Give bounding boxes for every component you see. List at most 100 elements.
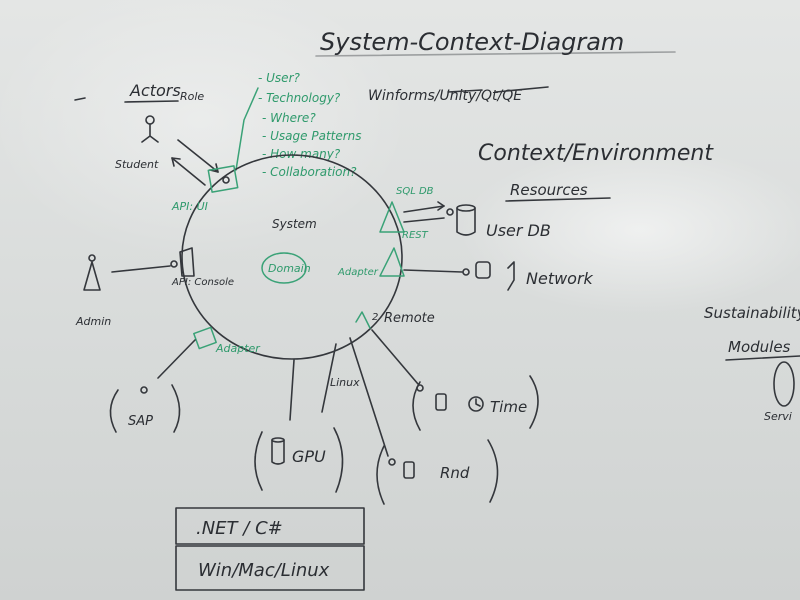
- linux-label: Linux: [330, 376, 360, 389]
- rnd-label: Rnd: [440, 464, 470, 482]
- actors-underline: [124, 100, 179, 103]
- context-heading: Context/Environment: [478, 141, 714, 166]
- clock-icon: [468, 396, 484, 412]
- rest-label: REST: [402, 230, 429, 241]
- sql-arrowhead: [437, 201, 445, 211]
- question-user: - User?: [258, 71, 300, 85]
- network-label: Network: [526, 269, 594, 288]
- dotnet-label: .NET / C#: [196, 518, 283, 539]
- remote-label: Remote: [384, 311, 435, 326]
- gpu-line: [289, 359, 295, 421]
- student-label: Student: [115, 158, 159, 171]
- modules-label: Modules: [728, 338, 791, 356]
- time-node: Time: [412, 375, 539, 431]
- gpu-cylinder-icon: [271, 439, 285, 465]
- system-label: System: [272, 217, 317, 231]
- sap-left-paren: [109, 389, 119, 433]
- student-body-icon: [141, 123, 159, 143]
- api-console-label: API: Console: [171, 277, 234, 288]
- adapter-right-label: Adapter: [337, 267, 379, 278]
- domain-circle: [261, 252, 307, 284]
- adapter-port: [193, 326, 217, 350]
- db-cylinder-icon: [456, 207, 476, 236]
- network-wire-icon: [507, 261, 515, 291]
- student-head-icon: [145, 115, 155, 125]
- gpu-right-paren: [333, 427, 344, 493]
- rnd-device-icon: [403, 461, 415, 479]
- time-line: [371, 329, 419, 385]
- api-ui-port: [207, 165, 239, 193]
- question-collaboration: - Collaboration?: [262, 165, 357, 179]
- sap-node: SAP: [109, 384, 181, 433]
- network-device-icon: [475, 261, 491, 279]
- student-actor: Student: [115, 115, 159, 171]
- ui-to-student-arrow: [171, 157, 206, 186]
- rnd-left-paren: [376, 445, 385, 505]
- sap-head-icon: [140, 386, 148, 394]
- questions-list: - User? - Technology? - Where? - Usage P…: [235, 71, 362, 179]
- dash-mark: [74, 97, 86, 101]
- db-cylinder-top: [456, 204, 476, 212]
- question-technology: - Technology?: [258, 91, 341, 105]
- time-right-paren: [529, 375, 539, 429]
- adapter-to-sap-line: [157, 339, 196, 379]
- service-oval: [773, 361, 795, 407]
- rnd-socket: [388, 458, 396, 466]
- gpu-label: GPU: [292, 447, 326, 466]
- os-label: Win/Mac/Linux: [198, 560, 330, 581]
- gpu-left-paren: [254, 431, 263, 491]
- arrowhead-2: [171, 157, 181, 167]
- question-how-many: - How many?: [262, 147, 341, 161]
- strike-unity: [447, 89, 483, 93]
- os-box: [175, 545, 365, 591]
- resources-heading: Resources: [510, 181, 588, 199]
- remote-number: 2: [372, 312, 378, 323]
- system-boundary-circle: [181, 154, 403, 360]
- admin-actor: Admin: [75, 254, 111, 328]
- modules-underline: [725, 355, 800, 361]
- admin-label: Admin: [75, 315, 111, 328]
- service-label: Servi: [764, 410, 792, 423]
- rnd-node: Rnd: [376, 439, 499, 505]
- gpu-node: GPU: [254, 427, 344, 493]
- linux-line: [321, 343, 337, 413]
- diagram-title: System-Context-Diagram: [320, 28, 624, 56]
- adapter-label: Adapter: [215, 342, 261, 355]
- user-db-node: User DB: [456, 204, 551, 240]
- question-brace: [235, 87, 259, 171]
- sap-label: SAP: [128, 414, 153, 429]
- remote-port: [355, 311, 371, 329]
- network-socket: [462, 268, 470, 276]
- title-underline: [315, 51, 676, 57]
- adapter-right-port: [379, 247, 405, 277]
- api-console-port: [179, 247, 195, 277]
- question-usage-patterns: - Usage Patterns: [262, 129, 362, 143]
- network-connector: [403, 269, 463, 273]
- time-left-paren: [412, 381, 421, 431]
- user-db-socket: [446, 208, 454, 216]
- resources-underline: [505, 197, 611, 202]
- rnd-line: [349, 337, 389, 457]
- sap-right-paren: [171, 384, 181, 433]
- api-ui-socket: [222, 176, 230, 184]
- time-device-icon: [435, 393, 447, 411]
- sustainability-label: Sustainability: [704, 304, 800, 322]
- clock-hands-icon: [475, 398, 481, 407]
- tech-note: Winforms/Unity/Qt/QE: [368, 88, 522, 104]
- user-db-label: User DB: [486, 221, 551, 240]
- rest-arrow: [403, 217, 445, 223]
- domain-label: Domain: [268, 262, 311, 275]
- admin-head-icon: [88, 254, 96, 262]
- sql-arrow: [403, 205, 445, 213]
- api-console-socket: [170, 260, 178, 268]
- sql-db-label: SQL DB: [396, 186, 434, 197]
- dotnet-box: [175, 507, 365, 545]
- time-label: Time: [490, 398, 527, 416]
- question-where: - Where?: [262, 111, 316, 125]
- gpu-cylinder-top: [271, 437, 285, 443]
- actors-heading: Actors: [129, 81, 181, 100]
- admin-connector: [111, 265, 171, 273]
- rnd-right-paren: [487, 439, 499, 503]
